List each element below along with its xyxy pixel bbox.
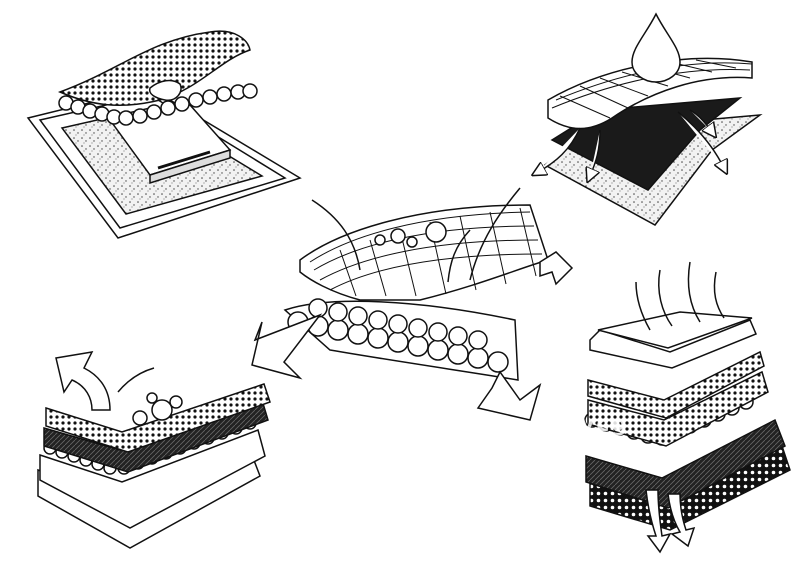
up-arrow — [55, 351, 111, 411]
liquid-drop-layers — [538, 12, 763, 226]
bubbles — [374, 221, 447, 248]
bead-row — [58, 83, 258, 126]
drop-icon — [631, 12, 681, 83]
pad-with-curl-layer — [26, 30, 302, 239]
absorbent-core-with-arrows — [251, 187, 574, 421]
outflow-arrows — [251, 251, 574, 421]
flow-arrows — [538, 109, 724, 176]
stacked-layers-with-upward-arrow — [37, 351, 271, 549]
down-arrows — [645, 489, 696, 554]
breathable-layers-with-airflow — [584, 261, 791, 554]
airflow-lines — [635, 261, 725, 331]
